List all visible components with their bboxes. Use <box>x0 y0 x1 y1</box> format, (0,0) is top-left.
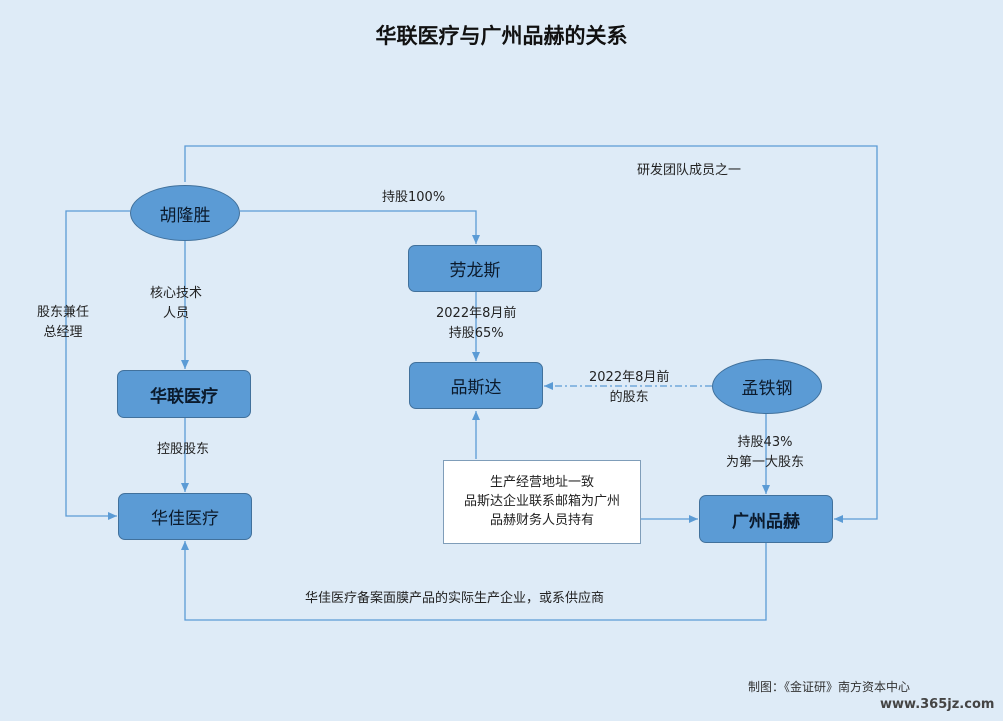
diagram-title: 华联医疗与广州品赫的关系 <box>375 24 628 48</box>
edge-hulongsheng-huajia <box>65 210 130 520</box>
note-line-2: 品斯达企业联系邮箱为广州 <box>463 494 620 509</box>
label-before-aug-1: 2022年8月前 <box>436 306 517 321</box>
node-huajia: 华佳医疗 <box>118 493 252 540</box>
node-pinsida: 品斯达 <box>409 362 543 409</box>
label-former-shareholder: 的股东 <box>609 390 649 405</box>
label-shareholder-gm-line-1: 股东兼任 <box>37 305 90 320</box>
label-mengtiegang-guangzhou: 持股43% 为第一大股东 <box>726 433 804 473</box>
label-mengtiegang-pinsida: 2022年8月前 的股东 <box>589 368 669 408</box>
label-hold-43: 持股43% <box>737 435 793 450</box>
node-hualian: 华联医疗 <box>117 370 251 418</box>
label-laolongsi-pinsida: 2022年8月前 持股65% <box>436 304 516 344</box>
label-largest-shareholder: 为第一大股东 <box>726 455 805 470</box>
node-guangzhou-pinhe: 广州品赫 <box>699 495 833 543</box>
label-shareholder-gm-line-2: 总经理 <box>43 325 83 340</box>
label-hold-100: 持股100% <box>382 190 446 205</box>
label-rd-team: 研发团队成员之一 <box>637 163 742 178</box>
note-box: 生产经营地址一致 品斯达企业联系邮箱为广州 品赫财务人员持有 <box>443 460 641 544</box>
label-core-tech: 核心技术 人员 <box>150 284 202 324</box>
node-laolongsi: 劳龙斯 <box>408 245 542 292</box>
edge-guangzhou-huajia <box>181 541 767 621</box>
label-actual-producer: 华佳医疗备案面膜产品的实际生产企业，或系供应商 <box>305 591 605 606</box>
label-core-tech-line-2: 人员 <box>163 306 190 321</box>
edge-hulongsheng-laolongsi <box>240 210 480 244</box>
node-hulongsheng: 胡隆胜 <box>130 185 240 241</box>
label-shareholder-gm: 股东兼任 总经理 <box>37 303 89 343</box>
watermark: www.365jz.com <box>880 697 995 712</box>
edge-hulongsheng-guangzhou <box>184 145 878 523</box>
footer-credit: 制图：《金证研》南方资本中心 <box>748 680 911 694</box>
label-hold-65: 持股65% <box>448 326 504 341</box>
label-before-aug-2: 2022年8月前 <box>589 370 670 385</box>
node-mengtiegang: 孟铁钢 <box>712 359 822 414</box>
label-core-tech-line-1: 核心技术 <box>150 286 203 301</box>
note-line-3: 品赫财务人员持有 <box>489 513 594 528</box>
label-controlling: 控股股东 <box>157 442 210 457</box>
note-line-1: 生产经营地址一致 <box>489 475 594 490</box>
